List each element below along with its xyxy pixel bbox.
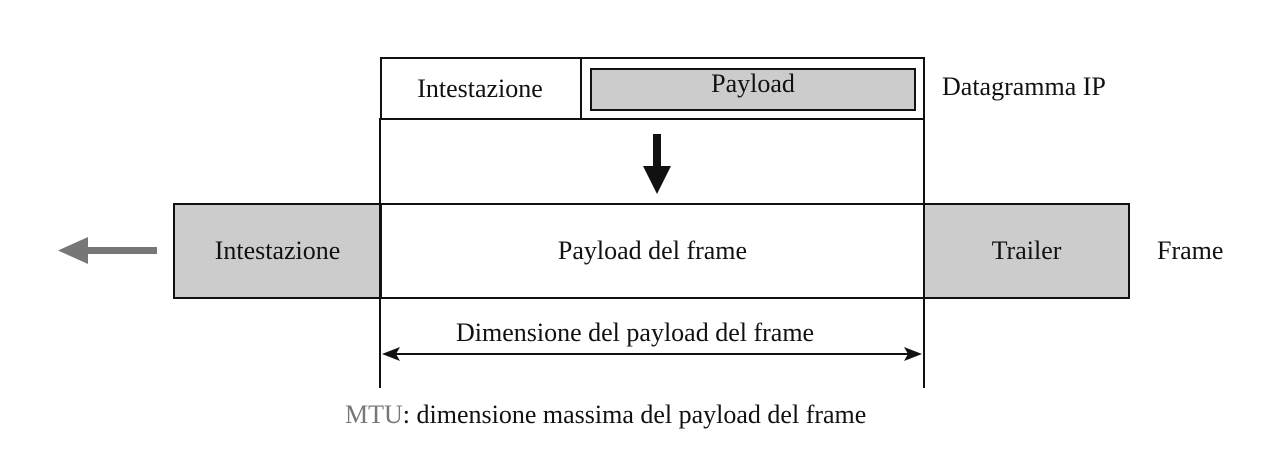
frame-trailer-label: Trailer	[991, 236, 1062, 265]
mtu-prefix: MTU	[345, 400, 403, 429]
datagram-name: Datagramma IP	[942, 72, 1106, 101]
datagram-payload: Payload	[590, 68, 916, 111]
mtu-caption-text: : dimensione massima del payload del fra…	[402, 400, 867, 429]
frame-name: Frame	[1157, 236, 1224, 265]
datagram-outline	[380, 57, 925, 120]
arrow-down-icon	[643, 134, 671, 194]
mtu-caption: MTU: dimensione massima del payload del …	[345, 400, 866, 430]
frame-payload-label: Payload del frame	[557, 236, 748, 265]
frame-header: Intestazione	[173, 203, 382, 299]
frame-trailer: Trailer	[923, 203, 1130, 299]
frame-payload: Payload del frame	[380, 203, 925, 299]
dimension-label: Dimensione del payload del frame	[456, 318, 815, 347]
datagram-payload-label: Payload	[711, 68, 795, 98]
datagram-header-label: Intestazione	[417, 73, 543, 103]
frame-header-label: Intestazione	[214, 236, 341, 265]
arrow-left-icon	[58, 237, 157, 264]
datagram-header: Intestazione	[380, 57, 582, 120]
double-arrow-icon	[382, 347, 922, 361]
